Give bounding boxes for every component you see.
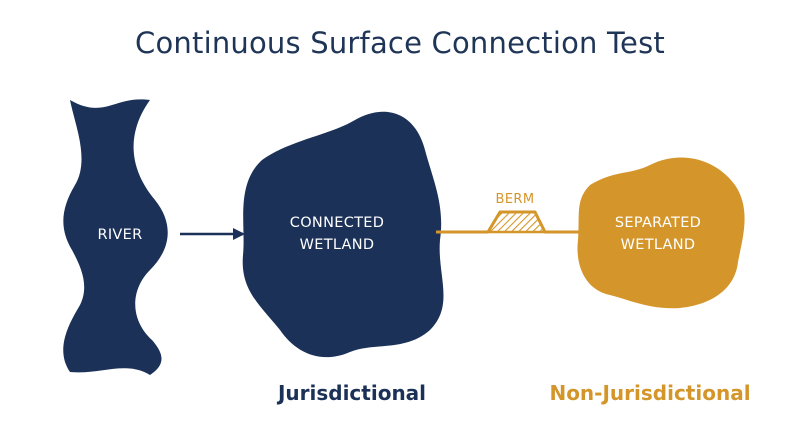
connected-wetland-label-line1: CONNECTED — [290, 215, 384, 231]
separated-wetland-shape — [577, 157, 745, 309]
separated-wetland-label-line1: SEPARATED — [615, 215, 701, 231]
berm-shape — [486, 210, 547, 234]
non-jurisdictional-label: Non-Jurisdictional — [549, 381, 750, 405]
connected-wetland-label-line2: WETLAND — [300, 237, 375, 253]
connected-wetland-shape — [242, 111, 444, 358]
berm-label: BERM — [496, 192, 535, 207]
diagram-title: Continuous Surface Connection Test — [135, 26, 665, 60]
river-label: RIVER — [97, 227, 142, 243]
river-shape — [63, 99, 168, 375]
separated-wetland-label-line2: WETLAND — [621, 237, 696, 253]
jurisdictional-label: Jurisdictional — [276, 381, 426, 405]
